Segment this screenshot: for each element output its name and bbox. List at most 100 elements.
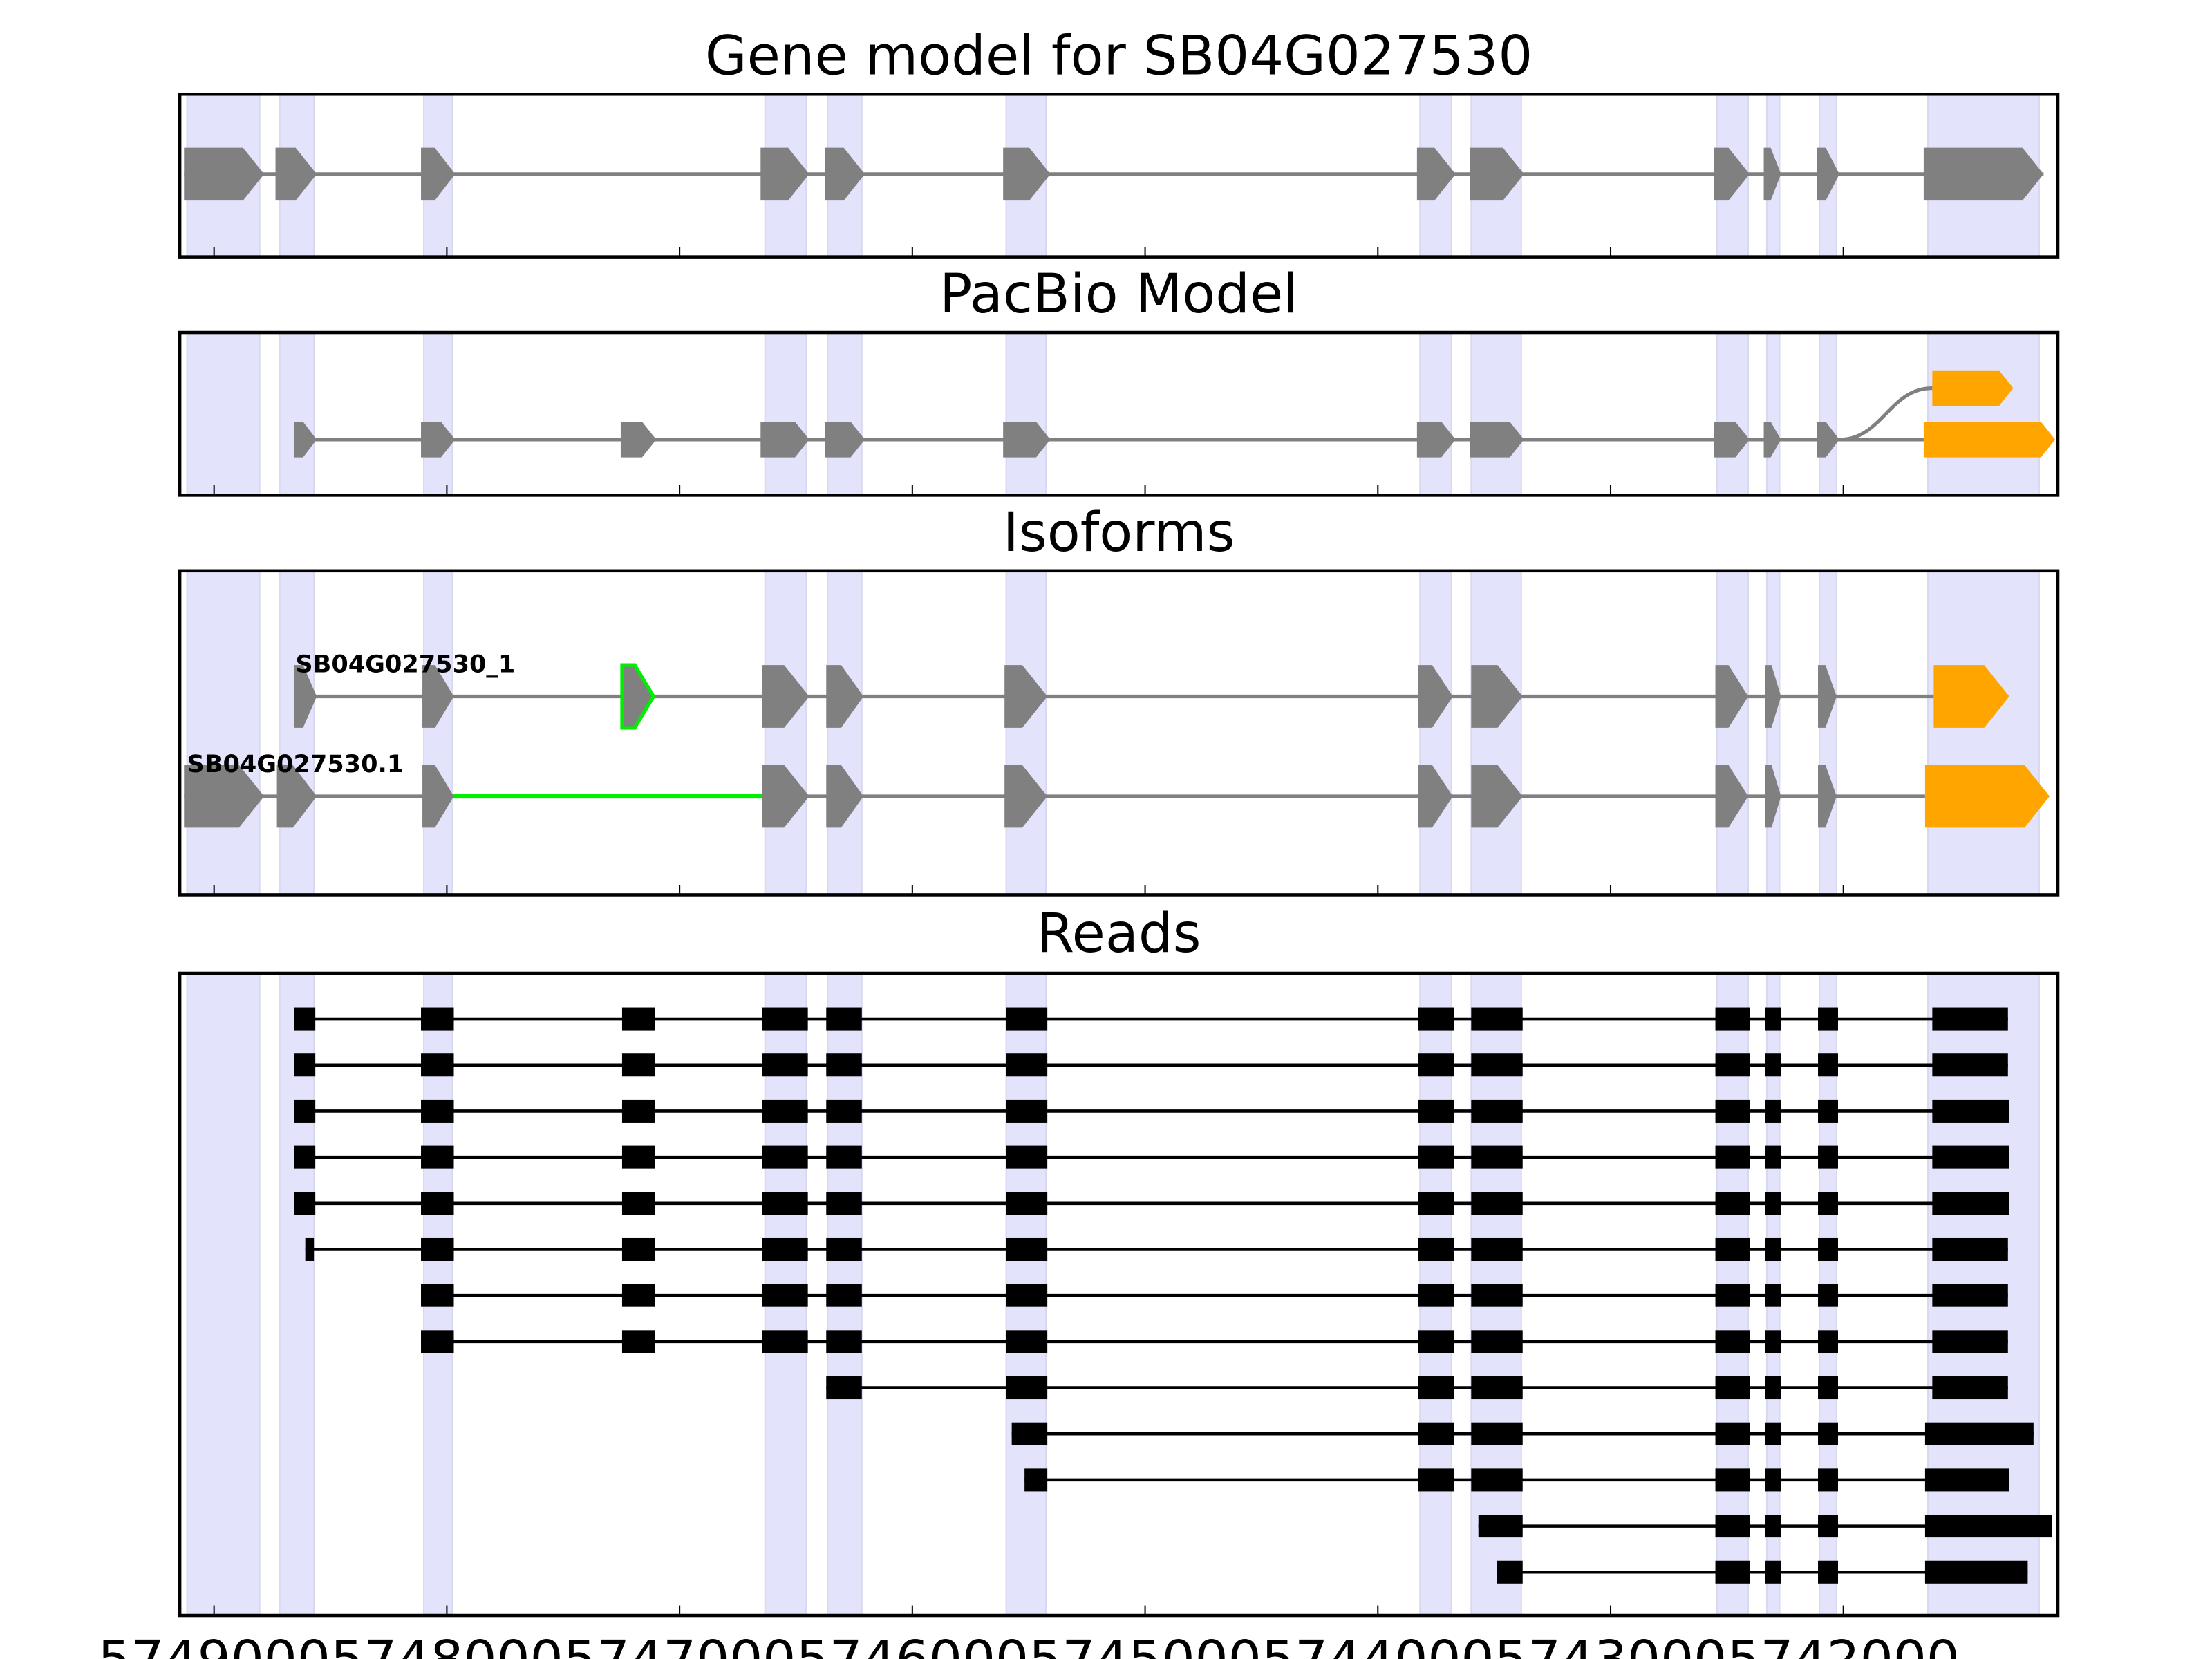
read-block — [1818, 1468, 1838, 1492]
exon — [1817, 147, 1840, 201]
orange-exon — [1923, 422, 2056, 458]
exon — [762, 665, 809, 728]
exon-shade-region — [764, 332, 807, 496]
exon — [760, 147, 809, 201]
read-row — [305, 1237, 2008, 1261]
exon — [1418, 665, 1453, 728]
read-block — [1765, 1192, 1781, 1215]
read-block — [762, 1192, 808, 1215]
read-block — [621, 1099, 655, 1123]
panel-frame — [178, 971, 2060, 1618]
read-block — [1765, 1330, 1781, 1353]
exon-shade-region — [1419, 332, 1452, 496]
exon — [620, 422, 657, 458]
read-block — [826, 1330, 862, 1353]
read-block — [1006, 1192, 1048, 1215]
exon — [1003, 422, 1051, 458]
read-block — [1715, 1468, 1750, 1492]
exon — [762, 765, 809, 828]
x-tick-label: 5749000 — [97, 1629, 330, 1659]
read-block — [1765, 1376, 1781, 1400]
read-block — [1715, 1330, 1750, 1353]
read-block — [1932, 1376, 2008, 1400]
read-block — [1765, 1515, 1781, 1538]
orange-exon — [1924, 765, 2050, 828]
read-row — [1478, 1515, 2052, 1538]
read-row — [294, 1145, 2009, 1169]
isoform-label-1: SB04G027530_1 — [295, 650, 515, 678]
read-block — [1932, 1192, 2009, 1215]
exon-shade-region — [186, 570, 261, 896]
read-block — [1715, 1515, 1750, 1538]
read-block — [1715, 1053, 1750, 1077]
read-block — [1932, 1330, 2008, 1353]
read-row — [294, 1007, 2008, 1031]
read-row — [1497, 1560, 2028, 1584]
read-block — [1418, 1422, 1454, 1445]
exon — [421, 422, 456, 458]
read-block — [1715, 1099, 1750, 1123]
exon — [760, 422, 809, 458]
exon — [1763, 422, 1781, 458]
read-block — [1765, 1422, 1781, 1445]
read-block — [1471, 1099, 1523, 1123]
read-block — [1932, 1145, 2009, 1169]
read-block — [1818, 1053, 1838, 1077]
read-block — [1418, 1237, 1454, 1261]
exon-shade-region — [1927, 570, 2040, 896]
read-block — [1818, 1007, 1838, 1031]
read-block — [1497, 1560, 1523, 1584]
read-block — [1765, 1468, 1781, 1492]
read-block — [294, 1099, 316, 1123]
exon-shade-region — [1819, 332, 1838, 496]
exon-shade-region — [279, 570, 315, 896]
read-block — [1765, 1053, 1781, 1077]
read-block — [1471, 1192, 1523, 1215]
read-block — [1418, 1192, 1454, 1215]
read-block — [1006, 1330, 1048, 1353]
exon — [276, 765, 317, 828]
exon — [1471, 765, 1523, 828]
exon — [1418, 765, 1453, 828]
read-block — [1006, 1099, 1048, 1123]
read-block — [826, 1284, 862, 1307]
panel-frame — [178, 569, 2060, 897]
exon — [184, 765, 265, 828]
read-block — [1818, 1330, 1838, 1353]
read-block — [1006, 1007, 1048, 1031]
read-block — [1924, 1515, 2052, 1538]
exon — [294, 422, 317, 458]
exon-shade-region — [764, 570, 807, 896]
read-block — [1471, 1053, 1523, 1077]
exon-shade-region — [1819, 570, 1838, 896]
exon-shade-region — [186, 972, 261, 1617]
branch-curve — [1839, 386, 1933, 442]
read-block — [421, 1053, 454, 1077]
exon — [1003, 147, 1051, 201]
orange-exon-alt — [1932, 370, 2014, 406]
x-tick-label: 5743000 — [1494, 1629, 1727, 1659]
exon-shade-region — [1765, 332, 1781, 496]
read-block — [1471, 1468, 1523, 1492]
exon — [1471, 665, 1523, 728]
exon-shade-region — [279, 972, 315, 1617]
exon — [1765, 765, 1781, 828]
read-block — [1715, 1560, 1750, 1584]
read-block — [1818, 1145, 1838, 1169]
read-block — [1006, 1284, 1048, 1307]
exon-shade-region — [1005, 570, 1047, 896]
exon — [1004, 765, 1048, 828]
read-block — [421, 1330, 454, 1353]
read-block — [1418, 1099, 1454, 1123]
read-block — [1924, 1468, 2009, 1492]
read-block — [1818, 1515, 1838, 1538]
read-block — [1024, 1468, 1048, 1492]
read-block — [826, 1192, 862, 1215]
exon — [826, 665, 864, 728]
exon — [1416, 147, 1456, 201]
read-block — [1932, 1007, 2008, 1031]
exon — [422, 765, 454, 828]
read-block — [621, 1330, 655, 1353]
read-block — [826, 1099, 862, 1123]
read-block — [1418, 1376, 1454, 1400]
